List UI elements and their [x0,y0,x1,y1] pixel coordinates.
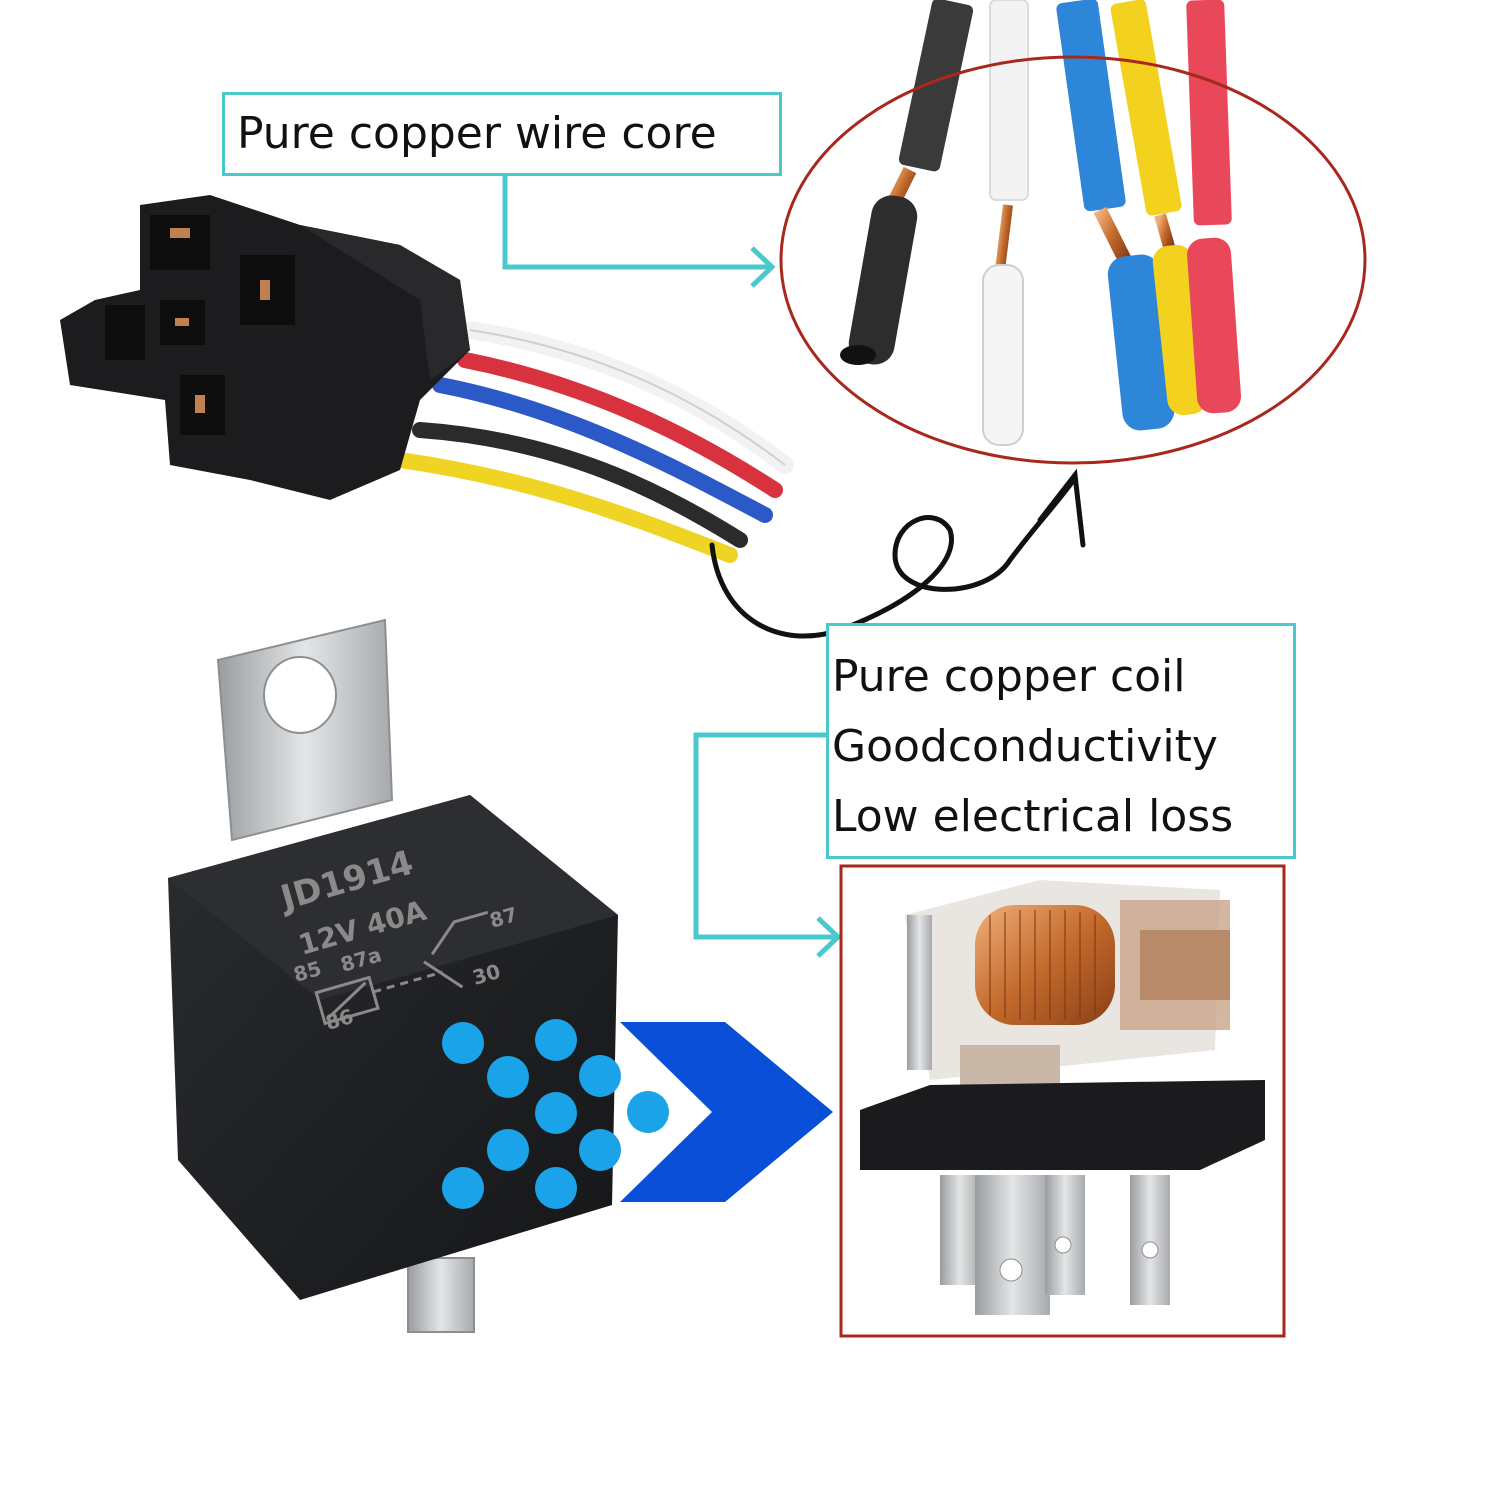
coil-callout-line-2: Goodconductivity [832,721,1218,772]
relay-terminal [407,1257,475,1333]
wire-core-callout-text: Pure copper wire core [237,108,717,159]
core-wire-white [989,0,1029,201]
callout-connector-mid [693,732,842,958]
copper-coil [975,905,1115,1025]
wire-blue [432,377,773,523]
core-wire-black [898,0,974,172]
coil-callout: Pure copper coil Goodconductivity Low el… [826,623,1296,859]
coil-callout-line-3: Low electrical loss [832,791,1234,842]
relay-internal-closeup [839,864,1286,1338]
wire-core-callout: Pure copper wire core [222,92,782,176]
wire-red [457,352,783,498]
core-wire-blue [1056,0,1126,212]
relay-base [860,1080,1265,1170]
socket-body [60,195,470,500]
wire-core-closeup [779,0,1367,465]
coil-callout-line-1: Pure copper coil [832,651,1186,702]
callout-connector-top [502,176,776,288]
core-wire-yellow [1110,0,1182,216]
highlight-ellipse [779,55,1367,465]
decorative-dots [442,1019,669,1209]
automotive-relay: JD1914 12V 40A 85 87a 87 30 86 [168,618,618,1333]
loop-arrow [709,468,1086,639]
wire-yellow [392,452,738,563]
relay-socket-with-wires [60,195,794,563]
core-wire-red [1186,0,1232,226]
chevron-arrow-icon [620,1022,833,1202]
wire-black [412,422,748,548]
